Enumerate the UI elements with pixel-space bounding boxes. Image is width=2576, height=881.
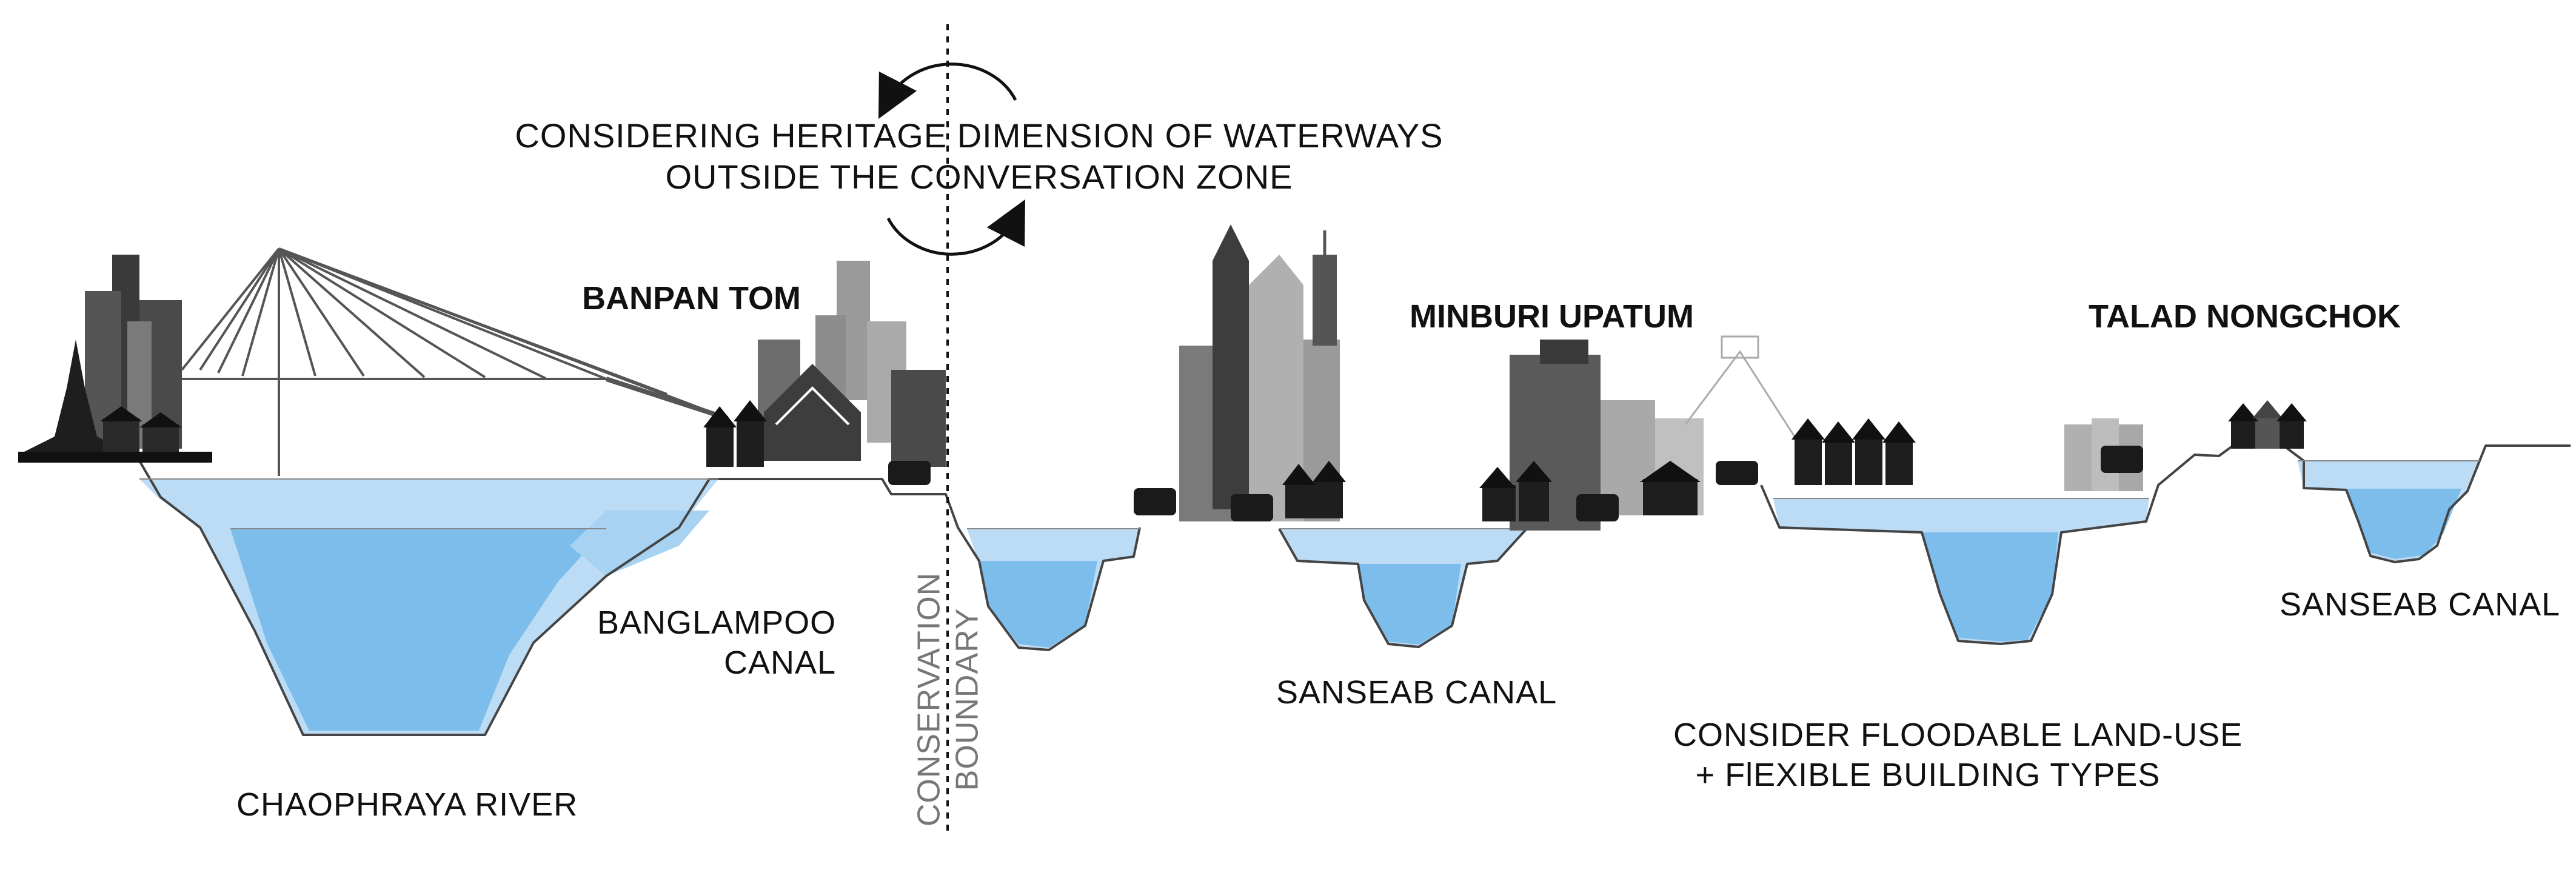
- heading-text: CONSIDERING HERITAGE DIMENSION OF WATERW…: [0, 115, 1958, 198]
- sanseab-canal-middle-label: SANSEAB CANAL: [1276, 674, 1557, 711]
- river-section-diagram: [18, 24, 2571, 831]
- chaophraya-river-deep: [230, 529, 606, 731]
- boundary-line2: BOUNDARY: [950, 608, 985, 791]
- talad-nongchok-label: TALAD NONGCHOK: [2089, 298, 2401, 335]
- note-line1: CONSIDER FLOODABLE LAND-USE: [1673, 717, 2243, 753]
- banglampoo-canal-water: [570, 511, 709, 576]
- chaophraya-river-label: CHAOPHRAYA RIVER: [236, 786, 578, 823]
- floodable-houses: [1791, 400, 2307, 491]
- floodable-note: CONSIDER FLOODABLE LAND-USE + FlEXIBLE B…: [1673, 715, 2243, 796]
- boundary-line1: CONSERVATION: [911, 572, 947, 827]
- minburi-upatum-buildings: [1479, 335, 1796, 531]
- sanseab-canal-right-deep: [2346, 489, 2461, 559]
- banglampoo-line1: BANGLAMPOO: [597, 605, 837, 641]
- floodable-basin-deep: [1922, 532, 2058, 641]
- banglampoo-canal-label: BANGLAMPOO CANAL: [597, 603, 836, 683]
- cycle-arrows-icon: [878, 62, 1026, 256]
- middle-tower-cluster: [1134, 224, 1346, 521]
- heading-line2: OUTSIDE THE CONVERSATION ZONE: [665, 158, 1293, 196]
- banpan-tom-label: BANPAN TOM: [582, 280, 801, 317]
- cable-car-line: [1684, 350, 1796, 437]
- sanseab-canal-left-deep: [979, 561, 1097, 648]
- heritage-temple: [764, 364, 861, 461]
- chaophraya-skyline: [18, 255, 212, 463]
- cable-stayed-bridge: [181, 247, 729, 476]
- water-bodies: [139, 461, 2480, 734]
- conservation-boundary-label: CONSERVATION BOUNDARY: [911, 517, 988, 881]
- minburi-upatum-label: MINBURI UPATUM: [1410, 298, 1694, 335]
- heading-line1: CONSIDERING HERITAGE DIMENSION OF WATERW…: [515, 116, 1444, 155]
- temple-stupa: [24, 340, 127, 452]
- banpan-tom-buildings: [703, 261, 946, 485]
- banglampoo-line2: CANAL: [724, 644, 837, 681]
- sanseab-canal-right-label: SANSEAB CANAL: [2280, 586, 2561, 623]
- sanseab-canal-middle-deep: [1358, 564, 1461, 645]
- note-line2: + FlEXIBLE BUILDING TYPES: [1695, 756, 2161, 793]
